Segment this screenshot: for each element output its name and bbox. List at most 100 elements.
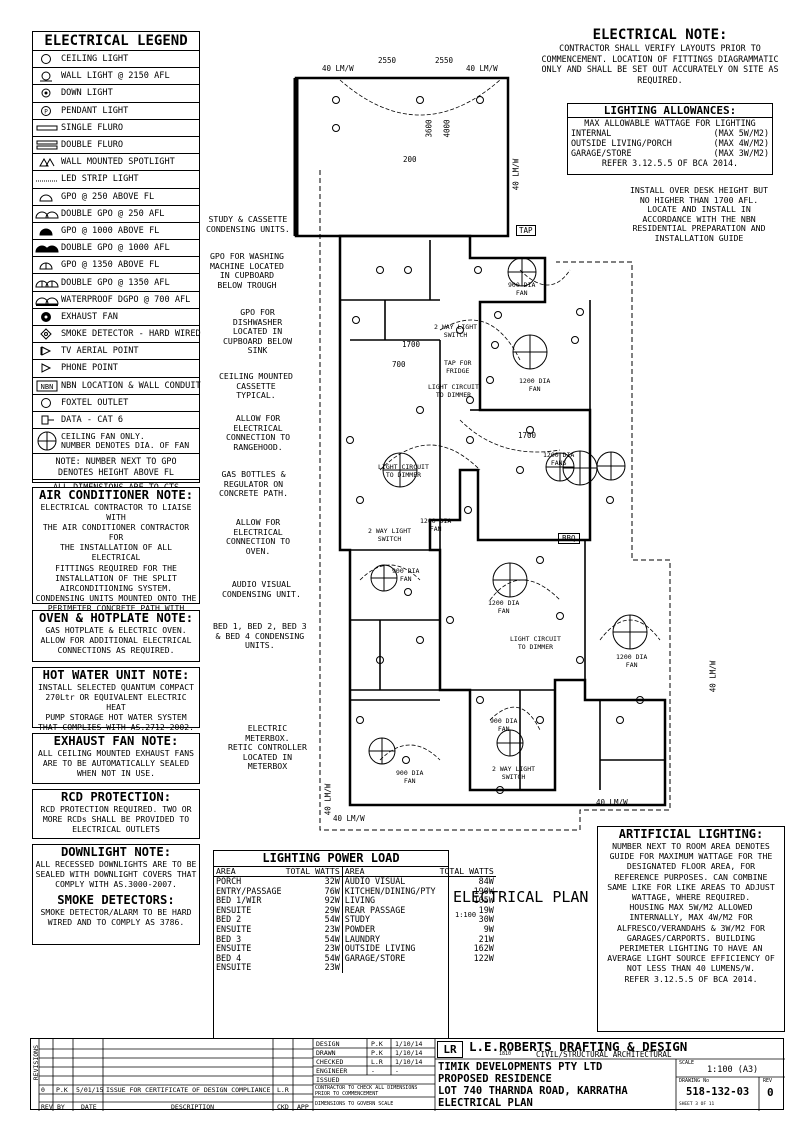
smoke-body: SMOKE DETECTOR/ALARM TO BE HARD WIRED AN… — [40, 907, 192, 928]
design-date: 1/10/14 — [395, 1040, 423, 1048]
legend-item-label: SINGLE FLURO — [61, 122, 124, 133]
ceiling-light-icon — [616, 716, 624, 724]
fan-label-9: 900 DIA FAN — [396, 769, 424, 785]
scale-label: SCALE — [679, 1060, 695, 1066]
exhaust-fan-note: EXHAUST FAN NOTE: ALL CEILING MOUNTED EX… — [32, 733, 200, 784]
oven-title: OVEN & HOTPLATE NOTE: — [38, 611, 194, 625]
single-fluro-icon — [33, 122, 61, 134]
ceiling-light-icon — [332, 124, 340, 132]
ceiling-fan-icon — [496, 729, 524, 757]
legend-item: EXHAUST FAN — [33, 309, 199, 326]
fan-label-5: 900 DIA FAN — [392, 567, 420, 583]
hot-water-title: HOT WATER UNIT NOTE: — [42, 668, 190, 682]
exhaust-fan-icon — [33, 311, 61, 323]
design-label: DESIGN — [316, 1040, 340, 1048]
down-light-icon — [33, 87, 61, 99]
artificial-lighting-body: NUMBER NEXT TO ROOM AREA DENOTES GUIDE F… — [607, 841, 775, 984]
ceiling-light-icon — [456, 326, 464, 334]
legend-item: DOUBLE GPO @ 250 AFL — [33, 206, 199, 223]
electrical-note-body: CONTRACTOR SHALL VERIFY LAYOUTS PRIOR TO… — [541, 43, 779, 85]
nbn-glyph: NBN — [41, 383, 54, 391]
legend-fan-label: CEILING FAN ONLY. NUMBER DENOTES DIA. OF… — [61, 430, 190, 451]
ceiling-light-icon — [571, 336, 579, 344]
table-cell: 9W — [483, 923, 494, 934]
allowance-value: (MAX 3W/M2) — [713, 148, 769, 158]
allowance-area: OUTSIDE LIVING/PORCH — [571, 138, 672, 148]
ceiling-light-icon — [516, 466, 524, 474]
plan-title: ELECTRICAL PLAN — [453, 888, 589, 906]
table-cell: BED 3 — [216, 933, 242, 944]
rcd-note: RCD PROTECTION: RCD PROTECTION REQUIRED.… — [32, 789, 200, 839]
legend-item: DATA - CAT 6 — [33, 412, 199, 430]
ceiling-light-icon — [464, 506, 472, 514]
ceiling-light-icon — [576, 656, 584, 664]
smoke-detector-icon — [33, 328, 61, 340]
table-cell: ENTRY/PASSAGE — [216, 885, 282, 896]
ceiling-light-icon — [576, 308, 584, 316]
table-cell: 84W — [478, 876, 494, 886]
nbn-icon: NBN — [33, 380, 61, 392]
table-cell: 190W — [473, 885, 494, 896]
oven-note: OVEN & HOTPLATE NOTE: GAS HOTPLATE & ELE… — [32, 610, 200, 662]
legend-item: NBN NBN LOCATION & WALL CONDUIT — [33, 378, 201, 395]
col-description: DESCRIPTION — [171, 1103, 215, 1111]
col-rev: REV — [41, 1103, 53, 1111]
legend-item-label: DOUBLE GPO @ 1000 AFL — [61, 243, 170, 254]
table-cell: 23W — [283, 944, 343, 954]
exhaust-title: EXHAUST FAN NOTE: — [53, 734, 179, 748]
callout-dishwasher: GPO FOR DISHWASHER LOCATED IN CUPBOARD B… — [223, 307, 293, 355]
callout-switch-1: 2 WAY LIGHT SWITCH — [434, 323, 478, 339]
project-name: PROPOSED RESIDENCE — [438, 1073, 552, 1085]
artificial-lighting-title: ARTIFICIAL LIGHTING: — [618, 827, 764, 841]
allowance-row: INTERNAL(MAX 5W/M2) — [568, 128, 772, 138]
table-cell: 162W — [473, 943, 494, 954]
legend-item-label: DOUBLE GPO @ 1350 AFL — [61, 277, 170, 288]
table-cell: 19W — [478, 904, 494, 915]
dim-700: 700 — [392, 360, 406, 369]
fan-label-8: 900 DIA FAN — [490, 717, 518, 733]
client-name: TIMIK DEVELOPMENTS PTY LTD — [438, 1061, 603, 1073]
rev-entry-ckd: L.R — [277, 1086, 289, 1094]
rev-label: REV — [763, 1078, 773, 1084]
gpo-1350-icon — [33, 259, 61, 271]
ceiling-light-icon — [556, 612, 564, 620]
table-cell: 76W — [283, 886, 343, 897]
sheet-no: SHEET 3 OF 11 — [679, 1102, 715, 1107]
legend-item-label: DOWN LIGHT — [61, 88, 113, 99]
dim-lmw-7: 40 LM/W — [323, 783, 333, 816]
callout-meter: ELECTRIC METERBOX. RETIC CONTROLLER LOCA… — [228, 723, 307, 771]
ceiling-light-icon — [404, 588, 412, 596]
callout-dimmer-3: LIGHT CIRCUIT TO DIMMER — [510, 635, 561, 651]
gpo-1000-icon — [33, 225, 61, 237]
ceiling-fan-icon — [492, 562, 528, 598]
oven-body: GAS HOTPLATE & ELECTRIC OVEN. ALLOW FOR … — [40, 625, 192, 656]
legend-item-label: GPO @ 250 ABOVE FL — [61, 191, 155, 202]
table-cell — [438, 963, 496, 973]
table-cell: 92W — [283, 896, 343, 906]
dim-lmw-5: 40 LM/W — [596, 798, 628, 807]
table-cell: AUDIO VISUAL — [344, 876, 406, 886]
legend-item-label: NBN LOCATION & WALL CONDUIT — [61, 380, 201, 391]
checked-by: L.R — [371, 1058, 383, 1066]
table-cell: 32W — [283, 876, 343, 887]
dim-lmw-1: 40 LM/W — [322, 64, 354, 73]
table-cell — [342, 963, 437, 973]
fan-label-3: 1200 DIA FANS — [543, 451, 575, 467]
legend-item-label: FOXTEL OUTLET — [61, 397, 129, 408]
ceiling-light-icon — [466, 436, 474, 444]
data-icon — [33, 414, 61, 426]
wiring — [339, 79, 661, 761]
rev-entry-desc: ISSUE FOR CERTIFICATE OF DESIGN COMPLIAN… — [106, 1086, 271, 1094]
electrical-note-title: ELECTRICAL NOTE: — [592, 27, 728, 43]
ceiling-light-icon — [536, 556, 544, 564]
legend-item: SMOKE DETECTOR - HARD WIRED — [33, 326, 201, 344]
company-est: 1810 — [499, 1051, 512, 1057]
project-details: TIMIK DEVELOPMENTS PTY LTD PROPOSED RESI… — [438, 1061, 628, 1109]
dim-lmw-4: 40 LM/W — [708, 660, 718, 693]
legend-item: DOWN LIGHT — [33, 85, 199, 103]
led-strip-icon — [33, 173, 61, 185]
table-cell: 54W — [283, 934, 343, 945]
legend-item-label: DOUBLE GPO @ 250 AFL — [61, 208, 165, 219]
ceiling-light-icon — [376, 656, 384, 664]
